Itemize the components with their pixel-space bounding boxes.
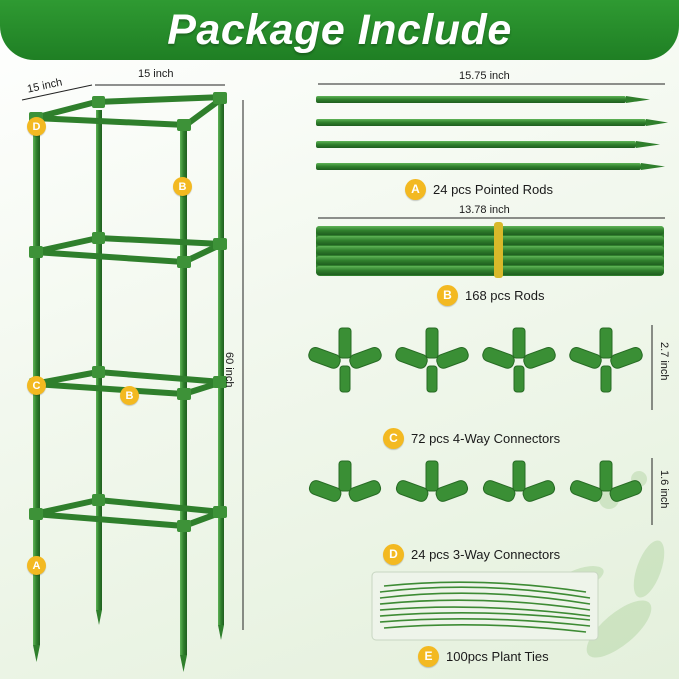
tower-post-back-left <box>96 110 102 610</box>
caption-rods: B 168 pcs Rods <box>437 283 545 307</box>
caption-pointed-rods-text: 24 pcs Pointed Rods <box>433 181 553 197</box>
tower-frame-2 <box>31 235 225 265</box>
page-title: Package Include <box>167 5 512 54</box>
tower-frame-top <box>31 94 227 128</box>
tower-marker-c: C <box>27 376 46 395</box>
tower-frame-4 <box>31 497 225 529</box>
caption-three-way-connectors-text: 24 pcs 3-Way Connectors <box>411 546 561 562</box>
caption-plant-ties: E 100pcs Plant Ties <box>418 644 549 668</box>
caption-three-way-connectors: D 24 pcs 3-Way Connectors <box>383 542 560 566</box>
caption-plant-ties-text: 100pcs Plant Ties <box>446 648 549 664</box>
caption-four-way-connectors-text: 72 pcs 4-Way Connectors <box>411 430 561 446</box>
tower-height-label: 60 inch <box>223 352 235 388</box>
tower-marker-d: D <box>27 117 46 136</box>
depth-dimension-line <box>21 84 93 101</box>
badge-d: D <box>383 543 404 565</box>
caption-rods-text: 168 pcs Rods <box>465 287 545 303</box>
badge-b: B <box>437 284 458 306</box>
tower-post-back-right <box>218 100 224 625</box>
caption-pointed-rods: A 24 pcs Pointed Rods <box>405 177 553 201</box>
rod-length-label: 13.78 inch <box>459 204 510 216</box>
plant-ties-illustration <box>371 571 599 641</box>
tower-marker-b-top: B <box>173 177 192 196</box>
tower-marker-a: A <box>27 556 46 575</box>
header-banner: Package Include <box>0 0 679 60</box>
tomato-cage-tower <box>21 84 244 672</box>
three-way-connectors-illustration <box>308 460 643 502</box>
caption-four-way-connectors: C 72 pcs 4-Way Connectors <box>383 426 560 450</box>
pointed-rod-length-label: 15.75 inch <box>459 70 510 82</box>
four-way-connector-size-label: 2.7 inch <box>658 342 670 381</box>
four-way-connectors-illustration <box>308 327 643 393</box>
pointed-rods-illustration <box>316 83 668 170</box>
tower-marker-b-mid: B <box>120 386 139 405</box>
rods-bundle-illustration <box>316 217 665 278</box>
badge-a: A <box>405 178 426 200</box>
badge-e: E <box>418 645 439 667</box>
tower-width-label: 15 inch <box>138 68 174 80</box>
three-way-connector-size-label: 1.6 inch <box>658 470 670 509</box>
badge-c: C <box>383 427 404 449</box>
